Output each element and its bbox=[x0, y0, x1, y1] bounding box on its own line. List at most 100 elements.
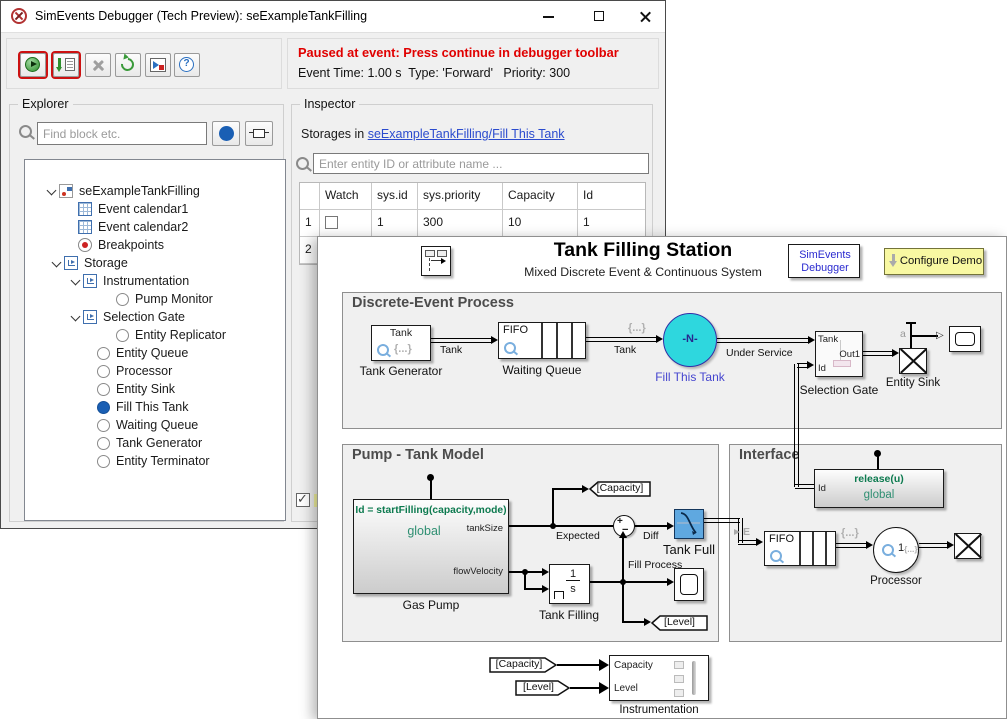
chevron-down-icon[interactable] bbox=[50, 256, 64, 270]
tree-label: Entity Sink bbox=[116, 382, 176, 396]
goto-capacity-tag[interactable]: [Capacity] bbox=[589, 481, 651, 497]
tree-item-entity-queue[interactable]: Entity Queue bbox=[25, 344, 285, 362]
show-in-model-button[interactable] bbox=[145, 53, 171, 77]
close-button[interactable] bbox=[626, 1, 664, 31]
storage-circle-icon bbox=[97, 454, 110, 468]
gas-pump-block[interactable]: Id = startFilling(capacity,mode) global … bbox=[353, 499, 509, 594]
storage-circle-icon-filled bbox=[97, 400, 110, 414]
tree-item-event-calendar2[interactable]: Event calendar2 bbox=[25, 218, 285, 236]
signal-label: a bbox=[900, 328, 906, 340]
port-label: Capacity bbox=[614, 660, 653, 671]
run-button[interactable] bbox=[20, 53, 46, 77]
chevron-down-icon[interactable] bbox=[69, 274, 83, 288]
from-level-tag[interactable]: [Level] bbox=[515, 680, 570, 696]
chevron-down-icon[interactable] bbox=[69, 310, 83, 324]
inspector-option-checkbox[interactable] bbox=[296, 491, 310, 507]
configure-demo-label: Configure Demo bbox=[899, 255, 983, 267]
col-sys-priority[interactable]: sys.priority bbox=[418, 183, 503, 210]
tree-item-model[interactable]: seExampleTankFilling bbox=[25, 182, 285, 200]
from-capacity-tag[interactable]: [Capacity] bbox=[489, 657, 557, 673]
highlight-block-button[interactable] bbox=[212, 121, 240, 146]
watch-checkbox[interactable] bbox=[325, 216, 338, 230]
cell-capacity: 10 bbox=[503, 210, 578, 237]
tree-item-entity-replicator[interactable]: Entity Replicator bbox=[25, 326, 285, 344]
interface-fifo-block[interactable]: FIFO bbox=[764, 531, 836, 566]
processor-block[interactable]: 1 {...} bbox=[873, 527, 919, 573]
block-label: Selection Gate bbox=[799, 383, 879, 397]
tree-item-entity-sink[interactable]: Entity Sink bbox=[25, 380, 285, 398]
release-block[interactable]: release(u) global Id bbox=[814, 469, 944, 508]
table-row[interactable]: 1 1 300 10 1 bbox=[300, 210, 645, 237]
step-button[interactable] bbox=[53, 53, 79, 77]
tree-label: Tank Generator bbox=[116, 436, 203, 450]
entity-search-input[interactable] bbox=[313, 153, 649, 174]
event-port-label: E bbox=[743, 526, 751, 538]
inspector-title: Inspector bbox=[300, 97, 360, 111]
col-watch[interactable]: Watch bbox=[320, 183, 372, 210]
title-bar[interactable]: SimEvents Debugger (Tech Preview): seExa… bbox=[1, 1, 665, 33]
signal-label: Fill Process bbox=[628, 559, 683, 571]
cell-watch[interactable] bbox=[320, 210, 372, 237]
tank-filling-integrator-block[interactable]: 1 s bbox=[549, 564, 590, 604]
signal-label: Under Service bbox=[726, 347, 793, 359]
tank-generator-block[interactable]: Tank {...} bbox=[371, 325, 431, 361]
tree-item-waiting-queue[interactable]: Waiting Queue bbox=[25, 416, 285, 434]
tree-item-instrumentation[interactable]: Instrumentation bbox=[25, 272, 285, 290]
wire bbox=[552, 489, 554, 526]
simevents-debugger-button[interactable]: SimEvents Debugger bbox=[788, 244, 860, 278]
tree-item-tank-generator[interactable]: Tank Generator bbox=[25, 434, 285, 452]
wire bbox=[635, 525, 668, 527]
code-label: Id = startFilling(capacity,mode) bbox=[355, 505, 507, 516]
wire bbox=[524, 572, 526, 590]
sum-minus-sign: − bbox=[622, 524, 629, 536]
arrowhead bbox=[582, 485, 589, 493]
cell-id: 1 bbox=[578, 210, 645, 237]
scope-block[interactable] bbox=[949, 326, 981, 352]
storages-link[interactable]: seExampleTankFilling/Fill This Tank bbox=[367, 127, 565, 141]
goto-level-tag[interactable]: [Level] bbox=[651, 615, 708, 631]
fill-this-tank-block[interactable]: -N- bbox=[663, 313, 717, 367]
continue-button[interactable] bbox=[115, 53, 141, 77]
simulink-canvas[interactable]: Tank Filling Station Mixed Discrete Even… bbox=[317, 236, 1007, 719]
wire bbox=[431, 338, 492, 343]
stop-button[interactable] bbox=[85, 53, 111, 77]
tank-full-block[interactable] bbox=[674, 509, 704, 539]
show-block-button[interactable] bbox=[245, 121, 273, 146]
block-label: Tank Full bbox=[662, 542, 716, 557]
fill-process-scope-block[interactable] bbox=[674, 568, 704, 601]
tree-item-breakpoints[interactable]: Breakpoints bbox=[25, 236, 285, 254]
col-sys-id[interactable]: sys.id bbox=[372, 183, 418, 210]
selection-gate-block[interactable]: Tank Id Out1 bbox=[815, 331, 863, 377]
tree-item-processor[interactable]: Processor bbox=[25, 362, 285, 380]
tree-item-event-calendar1[interactable]: Event calendar1 bbox=[25, 200, 285, 218]
event-time-label: Event Time: bbox=[298, 66, 364, 80]
chevron-down-icon[interactable] bbox=[45, 184, 59, 198]
wire bbox=[622, 621, 645, 623]
tree-item-entity-terminator[interactable]: Entity Terminator bbox=[25, 452, 285, 470]
entity-badge: {...} bbox=[841, 527, 859, 539]
arrowhead bbox=[808, 336, 815, 344]
col-id[interactable]: Id bbox=[578, 183, 645, 210]
entity-sink-block[interactable] bbox=[899, 348, 927, 374]
waiting-queue-block[interactable]: FIFO bbox=[498, 322, 586, 359]
queue-slot bbox=[571, 323, 573, 358]
section-title: Pump - Tank Model bbox=[352, 447, 484, 463]
block-search-input[interactable] bbox=[37, 122, 207, 145]
wire bbox=[795, 484, 814, 489]
col-capacity[interactable]: Capacity bbox=[503, 183, 578, 210]
maximize-button[interactable] bbox=[580, 1, 618, 31]
help-button[interactable]: ? bbox=[174, 53, 200, 77]
port-label: flowVelocity bbox=[453, 566, 503, 577]
toolbar-panel: ? bbox=[6, 38, 282, 89]
tree-item-selection-gate[interactable]: Selection Gate bbox=[25, 308, 285, 326]
instrumentation-block[interactable]: Capacity Level bbox=[609, 655, 709, 701]
tree-item-fill-this-tank[interactable]: Fill This Tank bbox=[25, 398, 285, 416]
entity-terminator-block[interactable] bbox=[954, 533, 981, 559]
tree-label: Storage bbox=[84, 256, 128, 270]
tree-item-storage[interactable]: Storage bbox=[25, 254, 285, 272]
configure-demo-button[interactable]: Configure Demo bbox=[884, 248, 984, 275]
wire bbox=[570, 687, 599, 690]
model-info-block[interactable] bbox=[421, 246, 451, 276]
tree-item-pump-monitor[interactable]: Pump Monitor bbox=[25, 290, 285, 308]
minimize-button[interactable] bbox=[530, 1, 568, 31]
